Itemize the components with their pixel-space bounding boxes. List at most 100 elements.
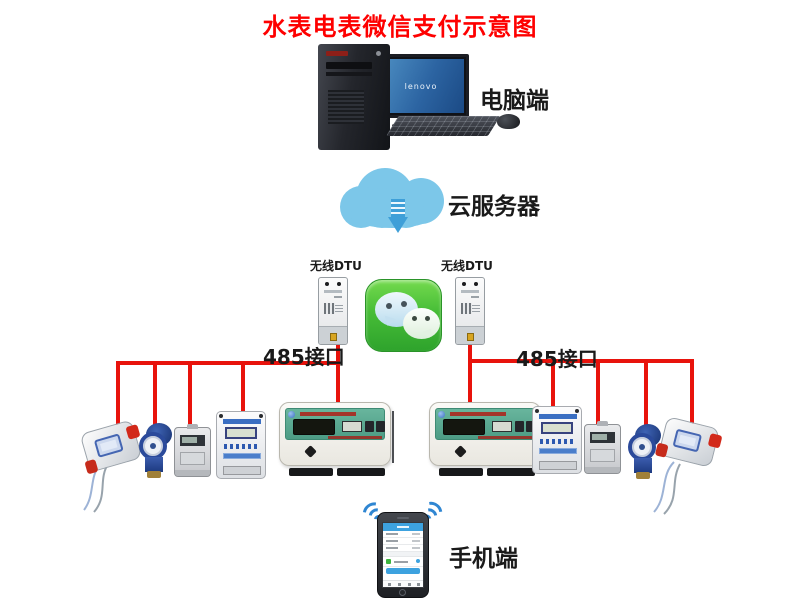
button-row bbox=[224, 444, 259, 449]
led-display bbox=[293, 419, 335, 435]
collector-panel bbox=[435, 408, 535, 440]
header-title-bar bbox=[397, 526, 409, 528]
prepaid-electric-meter bbox=[532, 406, 582, 474]
dtu-qr-code bbox=[461, 303, 472, 314]
terminal-bar bbox=[439, 468, 483, 476]
prepaid-water-meter bbox=[79, 419, 144, 514]
app-section-gap bbox=[383, 552, 423, 557]
collector-panel bbox=[285, 408, 385, 440]
bubble-eye bbox=[386, 303, 392, 309]
wechat-icon bbox=[365, 279, 442, 352]
meter-label-band bbox=[539, 414, 577, 419]
terminal-cover bbox=[223, 466, 261, 475]
arrow-head bbox=[388, 217, 408, 233]
dtu-left-label: 无线DTU bbox=[310, 259, 362, 273]
bubble-eye bbox=[412, 316, 417, 321]
collector-button bbox=[365, 421, 374, 432]
diagram-title: 水表电表微信支付示意图 bbox=[262, 13, 538, 41]
keyboard bbox=[386, 116, 501, 136]
rs485-drop-meter bbox=[644, 359, 648, 432]
app-header-bar bbox=[383, 523, 423, 531]
pc-tower bbox=[318, 44, 390, 150]
meter-faceplate bbox=[180, 452, 205, 465]
water-meter-body bbox=[79, 419, 143, 475]
meter-lcd bbox=[541, 422, 573, 434]
cloud-download-arrow-icon bbox=[388, 199, 408, 239]
collector-body bbox=[429, 402, 544, 466]
phone-speaker bbox=[397, 517, 409, 519]
wireless-dtu-left bbox=[318, 277, 348, 345]
tower-logo bbox=[326, 51, 348, 56]
dtu-right-label: 无线DTU bbox=[441, 259, 493, 273]
wechat-bubble-small bbox=[403, 308, 440, 339]
app-list-row bbox=[383, 545, 423, 552]
meter-faceplate bbox=[590, 449, 615, 462]
rs485-drop-dtu-left bbox=[336, 345, 340, 403]
rs485-drop-meter bbox=[596, 359, 600, 427]
smartphone-illustration bbox=[377, 512, 429, 598]
prepaid-water-meter bbox=[653, 416, 723, 515]
dtu-terminal bbox=[462, 282, 466, 286]
meter-lcd bbox=[225, 427, 257, 439]
terminal-bar bbox=[487, 468, 535, 476]
dtu-terminal bbox=[474, 282, 478, 286]
terminal-cover bbox=[175, 470, 210, 476]
confirm-button bbox=[386, 568, 420, 574]
app-list-row bbox=[383, 538, 423, 545]
water-meter-lcd bbox=[93, 433, 124, 458]
keyhole bbox=[304, 445, 317, 458]
meter-tab bbox=[187, 424, 198, 429]
dtu-antenna-port bbox=[467, 333, 474, 341]
prepaid-electric-meter bbox=[216, 411, 266, 479]
meter-data-collector-right bbox=[429, 402, 544, 478]
collector-logo bbox=[288, 411, 295, 418]
single-phase-electric-meter bbox=[174, 424, 211, 477]
lcd-window bbox=[342, 421, 362, 432]
meter-label-band bbox=[539, 448, 577, 454]
bubble-eye bbox=[425, 316, 430, 321]
meter-label-band bbox=[223, 453, 261, 459]
mouse bbox=[497, 114, 520, 129]
dtu-led bbox=[471, 296, 479, 298]
tower-drive-bay bbox=[326, 72, 372, 76]
meter-body bbox=[145, 457, 163, 472]
meter-tab bbox=[597, 421, 608, 426]
dtu-label-strip bbox=[461, 290, 479, 293]
app-list-row bbox=[383, 531, 423, 538]
meter-body bbox=[634, 458, 652, 473]
collector-antenna bbox=[392, 411, 394, 463]
dtu-terminal bbox=[337, 282, 341, 286]
brass-fitting bbox=[636, 472, 650, 479]
confirm-button-row bbox=[383, 567, 423, 576]
wireless-dtu-right bbox=[455, 277, 485, 345]
collector-title-text bbox=[450, 412, 506, 416]
rs485-left-label: 485接口 bbox=[263, 345, 345, 369]
meter-dial bbox=[139, 432, 167, 460]
collector-logo bbox=[438, 411, 445, 418]
nav-item bbox=[417, 583, 420, 586]
collector-button bbox=[526, 421, 535, 432]
screw bbox=[259, 414, 263, 418]
tower-power-button bbox=[376, 51, 381, 56]
dtu-antenna-port bbox=[330, 333, 337, 341]
mechanical-water-meter bbox=[137, 423, 175, 478]
meter-wire bbox=[653, 461, 681, 515]
nav-item bbox=[388, 583, 391, 586]
mechanical-water-meter bbox=[626, 424, 664, 479]
collector-title-text bbox=[300, 412, 356, 416]
terminal-bar bbox=[337, 468, 385, 476]
bubble-eye bbox=[401, 301, 407, 307]
dtu-terminal bbox=[325, 282, 329, 286]
led-display bbox=[443, 419, 485, 435]
phone-label: 手机端 bbox=[449, 546, 518, 572]
meter-display bbox=[590, 432, 615, 443]
collector-subtitle-text bbox=[328, 436, 382, 439]
dtu-qr-code bbox=[324, 303, 335, 314]
terminal-cover bbox=[539, 461, 577, 470]
phone-screen bbox=[382, 522, 424, 588]
red-cap bbox=[707, 433, 723, 449]
screw bbox=[219, 414, 223, 418]
dtu-label-strip bbox=[324, 290, 342, 293]
selected-radio bbox=[416, 559, 420, 563]
